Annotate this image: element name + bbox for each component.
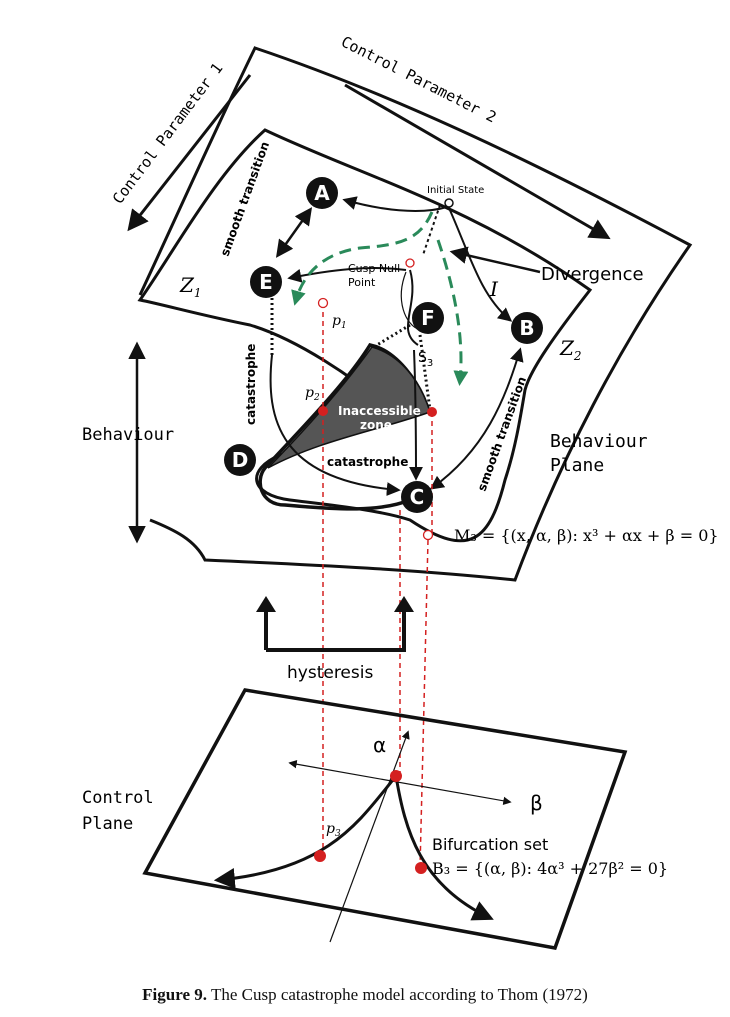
node-d: D bbox=[224, 444, 256, 476]
caption-prefix: Figure 9. bbox=[142, 985, 207, 1004]
behaviour-sheet-outline bbox=[138, 46, 693, 582]
beta-axis bbox=[288, 760, 512, 805]
cusp-null-label-line2: Point bbox=[348, 276, 376, 289]
p2-marker bbox=[318, 406, 328, 416]
dotted-f-left bbox=[371, 323, 411, 350]
arrow-b-c bbox=[429, 347, 524, 490]
node-a: A bbox=[306, 177, 338, 209]
arrow-catastrophe-to-c bbox=[269, 354, 401, 497]
node-b-letter: B bbox=[519, 316, 534, 340]
catastrophe-left-label: catastrophe bbox=[244, 344, 258, 425]
arrow-s3-down bbox=[408, 349, 423, 481]
arrow-cusp-to-e bbox=[287, 266, 407, 283]
s3-label: S3 bbox=[418, 350, 433, 369]
cusp-null-label-line1: Cusp Null bbox=[348, 262, 400, 275]
bifurcation-right-marker bbox=[415, 862, 427, 874]
projection-right-lower bbox=[419, 539, 429, 869]
control-plane-label-line2: Plane bbox=[82, 814, 133, 834]
m3-marker bbox=[422, 529, 434, 541]
node-f: F bbox=[412, 302, 444, 334]
figure-caption: Figure 9. The Cusp catastrophe model acc… bbox=[0, 985, 730, 1005]
node-c: C bbox=[401, 481, 433, 513]
green-path-left bbox=[291, 211, 434, 306]
green-path-right bbox=[436, 239, 469, 386]
alpha-label: α bbox=[373, 733, 386, 757]
p1-marker bbox=[317, 297, 329, 309]
cusp-point-marker bbox=[390, 770, 402, 782]
dotted-initial bbox=[422, 204, 441, 256]
caption-text: The Cusp catastrophe model according to … bbox=[207, 985, 588, 1004]
p3-label: p3 bbox=[326, 821, 341, 839]
node-c-letter: C bbox=[410, 485, 425, 509]
node-e-letter: E bbox=[259, 270, 273, 294]
control-plane-label-line1: Control bbox=[82, 788, 154, 808]
p3-marker bbox=[314, 850, 326, 862]
arrow-initial-to-b bbox=[448, 207, 513, 322]
behaviour-plane-label-line2: Plane bbox=[550, 455, 604, 476]
hysteresis-label: hysteresis bbox=[287, 663, 373, 683]
inaccessible-label-line2: zone bbox=[360, 418, 392, 432]
fold-right-marker bbox=[427, 407, 437, 417]
control-parameter-1-label: Control Parameter 1 bbox=[109, 60, 227, 208]
cusp-curve-line bbox=[407, 269, 419, 346]
catastrophe-bottom-label: catastrophe bbox=[327, 455, 408, 469]
cusp-null-point-marker bbox=[405, 258, 415, 268]
smooth-transition-left-label: smooth transition bbox=[218, 140, 272, 258]
m3-formula: M₃ = {(x, α, β): x³ + αx + β = 0} bbox=[454, 526, 719, 545]
bifurcation-branch-right bbox=[394, 775, 494, 921]
control-parameter-2-arrow bbox=[344, 83, 611, 240]
p1-label: p1 bbox=[332, 313, 347, 331]
node-e: E bbox=[250, 266, 282, 298]
arrow-initial-to-a bbox=[342, 196, 448, 212]
inaccessible-zone bbox=[267, 346, 431, 469]
z2-label: Z2 bbox=[559, 336, 582, 363]
control-parameter-1-arrow bbox=[127, 74, 252, 232]
bifurcation-branch-left bbox=[213, 775, 398, 889]
divergence-label: Divergence bbox=[541, 264, 644, 285]
hysteresis-arrowhead-right bbox=[394, 596, 414, 612]
node-d-letter: D bbox=[232, 448, 249, 472]
divergence-arrow bbox=[449, 246, 541, 274]
behaviour-label: Behaviour bbox=[82, 425, 174, 445]
cusp-diagram: Control Parameter 1 Control Parameter 2 … bbox=[82, 33, 719, 950]
beta-label: β bbox=[530, 791, 543, 815]
initial-state-marker bbox=[444, 198, 454, 208]
arrow-a-e bbox=[275, 207, 313, 258]
behaviour-plane-label-line1: Behaviour bbox=[550, 431, 648, 452]
b3-formula: B₃ = {(α, β): 4α³ + 27β² = 0} bbox=[432, 859, 668, 878]
hysteresis-arrowhead-left bbox=[256, 596, 276, 612]
node-f-letter: F bbox=[421, 306, 435, 330]
bifurcation-set-label: Bifurcation set bbox=[432, 835, 548, 854]
i-label: I bbox=[489, 277, 499, 301]
initial-state-label: Initial State bbox=[427, 185, 484, 196]
control-plane bbox=[142, 688, 628, 950]
z1-label: Z1 bbox=[179, 273, 202, 300]
node-b: B bbox=[511, 312, 543, 344]
p2-label: p2 bbox=[305, 385, 320, 403]
hysteresis-bracket bbox=[264, 605, 406, 652]
node-a-letter: A bbox=[314, 181, 330, 205]
inaccessible-label-line1: Inaccessible bbox=[338, 404, 421, 418]
